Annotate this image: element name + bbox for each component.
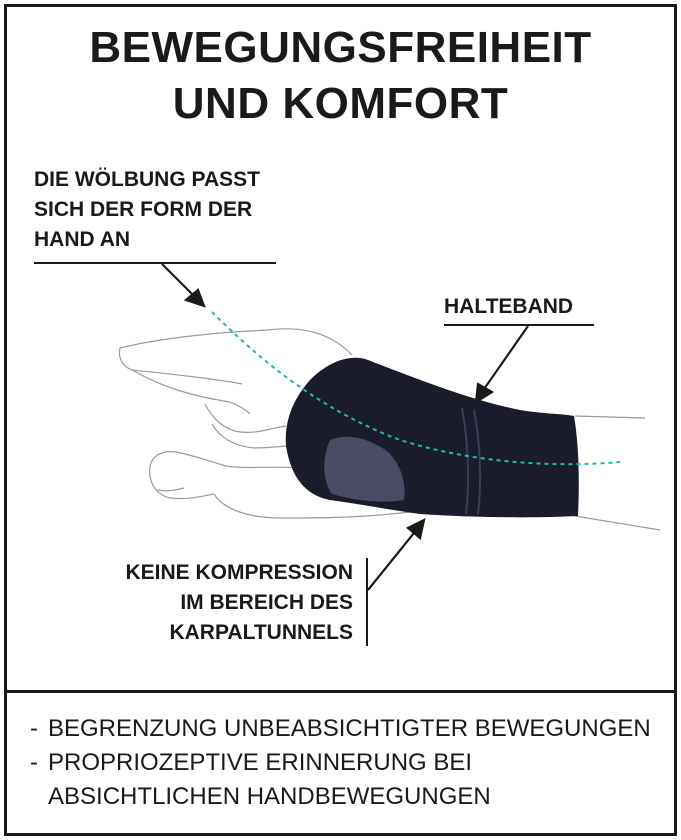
outer-frame (4, 4, 677, 836)
arrow-halteband (474, 325, 529, 405)
section-divider (4, 690, 677, 693)
wrist-brace-illustration (118, 263, 661, 591)
page-title-line-1: BEWEGUNGSFREIHEIT (89, 23, 592, 72)
callout-keine-line-3: KARPALTUNNELS (169, 621, 353, 644)
callout-keine-line-2: IM BEREICH DES (180, 591, 353, 614)
wrist-brace-shape (285, 357, 579, 518)
callout-wolbung: DIE WÖLBUNG PASST SICH DER FORM DER HAND… (34, 165, 314, 255)
arrow-wolbung (161, 263, 206, 308)
callout-wolbung-line-3: HAND AN (34, 228, 131, 251)
bullet-dash: - (30, 715, 38, 742)
callout-wolbung-underline (34, 262, 276, 264)
arrow-keine (367, 517, 426, 591)
callout-wolbung-line-1: DIE WÖLBUNG PASST (34, 168, 260, 191)
callout-keine: KEINE KOMPRESSION IM BEREICH DES KARPALT… (53, 558, 353, 648)
callout-halteband-underline (444, 324, 594, 326)
list-item: - PROPRIOZEPTIVE ERINNERUNG BEI ABSICHTL… (30, 746, 660, 814)
curvature-dotted-line (211, 311, 621, 466)
callout-keine-line-1: KEINE KOMPRESSION (125, 561, 353, 584)
page-title-line-2: UND KOMFORT (172, 79, 509, 128)
bullet-dash: - (30, 749, 38, 776)
list-item-text: BEGRENZUNG UNBEABSICHTIGTER BEWEGUNGEN (48, 715, 651, 742)
list-item-text: PROPRIOZEPTIVE ERINNERUNG BEI ABSICHTLIC… (48, 749, 491, 810)
callout-halteband: HALTEBAND (444, 295, 574, 318)
list-item: - BEGRENZUNG UNBEABSICHTIGTER BEWEGUNGEN (30, 712, 660, 746)
feature-list: - BEGRENZUNG UNBEABSICHTIGTER BEWEGUNGEN… (30, 712, 660, 814)
callout-keine-bar (366, 558, 368, 646)
callout-wolbung-line-2: SICH DER FORM DER (34, 198, 253, 221)
